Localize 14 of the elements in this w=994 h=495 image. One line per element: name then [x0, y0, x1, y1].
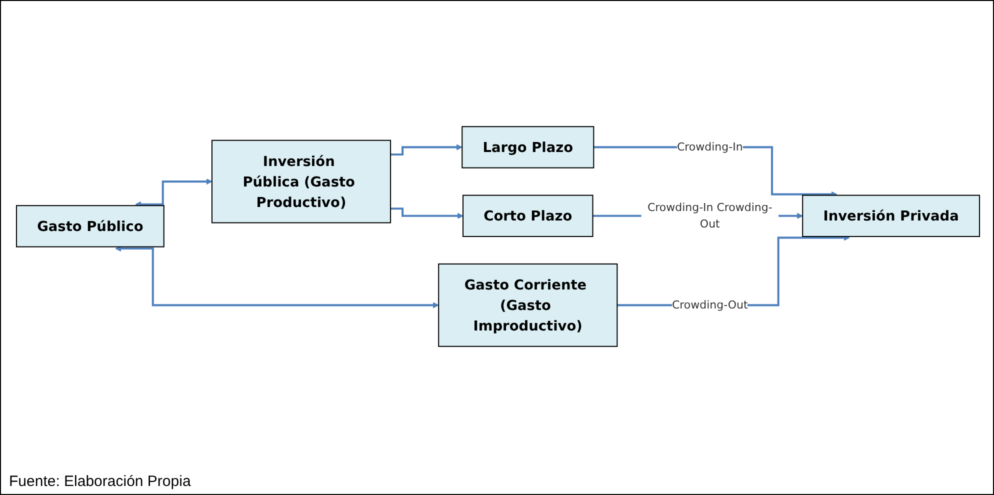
node-box: Gasto Corriente (Gasto Improductivo): [438, 263, 618, 347]
node-box: Inversión Privada: [802, 194, 980, 238]
arrow: [135, 178, 212, 208]
arrow: [390, 208, 464, 219]
node-box: Gasto Público: [16, 205, 164, 248]
edge-label: Crowding-In Crowding-Out: [647, 200, 772, 230]
edge-label: Crowding-Out: [672, 298, 748, 312]
node-box: Largo Plazo: [462, 126, 594, 168]
node-box: Corto Plazo: [462, 194, 594, 238]
edge-label: Crowding-In: [676, 140, 743, 154]
arrow: [390, 144, 462, 156]
node-box: Inversión Pública (Gasto Productivo): [211, 140, 392, 224]
source-note: Fuente: Elaboración Propia: [9, 473, 191, 490]
arrow: [115, 246, 439, 308]
